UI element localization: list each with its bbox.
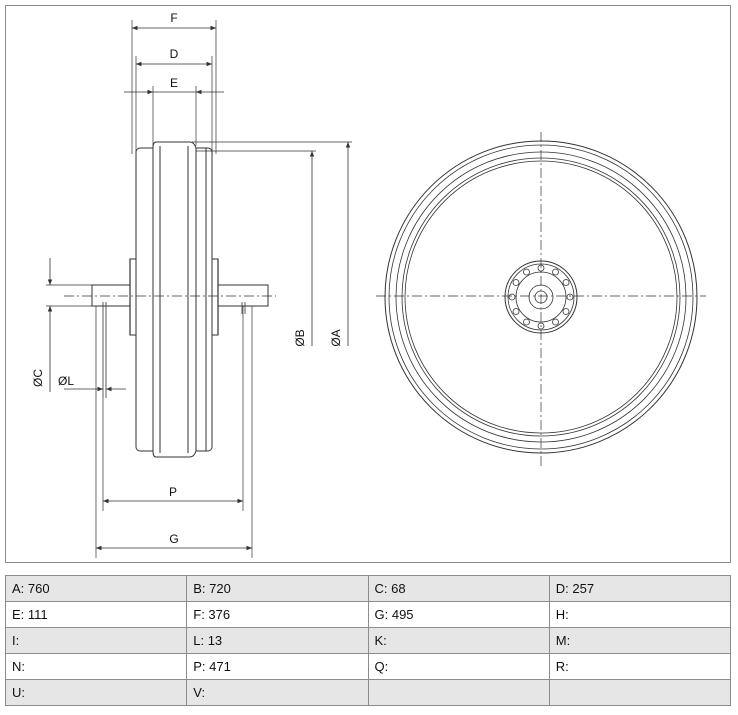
specs-table: A: 760 B: 720 C: 68 D: 257 E: 111 F: 376… — [4, 575, 732, 706]
table-row: A: 760 B: 720 C: 68 D: 257 — [4, 575, 732, 602]
hub-outer-circle — [504, 260, 578, 334]
dimension-lines — [47, 25, 351, 551]
extension-lines — [46, 20, 352, 558]
spec-cell: A: 760 — [4, 575, 188, 602]
centre-lines — [64, 132, 706, 469]
wheel-drawing-svg: F D E ØB ØA ØC ØL P G — [31, 11, 706, 558]
dim-label-e: E — [170, 76, 178, 90]
spec-cell: M: — [548, 627, 732, 654]
spec-cell: H: — [548, 601, 732, 628]
dim-label-f: F — [170, 11, 177, 25]
spec-cell: Q: — [367, 653, 550, 680]
technical-drawing: F D E ØB ØA ØC ØL P G — [5, 5, 731, 563]
table-row: U: V: — [4, 679, 732, 706]
dim-label-l: ØL — [58, 374, 74, 388]
spec-cell: D: 257 — [548, 575, 732, 602]
wheel-outer-circle — [384, 140, 698, 454]
dim-label-g: G — [169, 532, 178, 546]
spec-cell: F: 376 — [186, 601, 369, 628]
dim-label-a: ØA — [329, 329, 343, 346]
spec-cell: N: — [4, 653, 188, 680]
spec-cell: K: — [367, 627, 550, 654]
spec-cell: L: 13 — [186, 627, 369, 654]
spec-cell: V: — [186, 679, 369, 706]
spec-cell: B: 720 — [186, 575, 369, 602]
spec-cell: R: — [548, 653, 732, 680]
spec-cell: C: 68 — [367, 575, 550, 602]
spec-cell — [367, 679, 550, 706]
table-row: E: 111 F: 376 G: 495 H: — [4, 601, 732, 628]
spec-cell: G: 495 — [367, 601, 550, 628]
table-row: N: P: 471 Q: R: — [4, 653, 732, 680]
dim-label-b: ØB — [293, 329, 307, 346]
spec-cell: E: 111 — [4, 601, 188, 628]
spec-cell: I: — [4, 627, 188, 654]
front-view — [384, 140, 698, 454]
table-row: I: L: 13 K: M: — [4, 627, 732, 654]
tread — [152, 141, 197, 458]
dim-label-p: P — [169, 485, 177, 499]
spec-cell: U: — [4, 679, 188, 706]
bolt-holes — [508, 264, 574, 330]
dim-label-d: D — [170, 47, 179, 61]
bore-circle — [528, 284, 554, 310]
dim-label-c: ØC — [31, 369, 45, 387]
spec-cell — [548, 679, 732, 706]
side-view — [91, 141, 269, 458]
spec-cell: P: 471 — [186, 653, 369, 680]
